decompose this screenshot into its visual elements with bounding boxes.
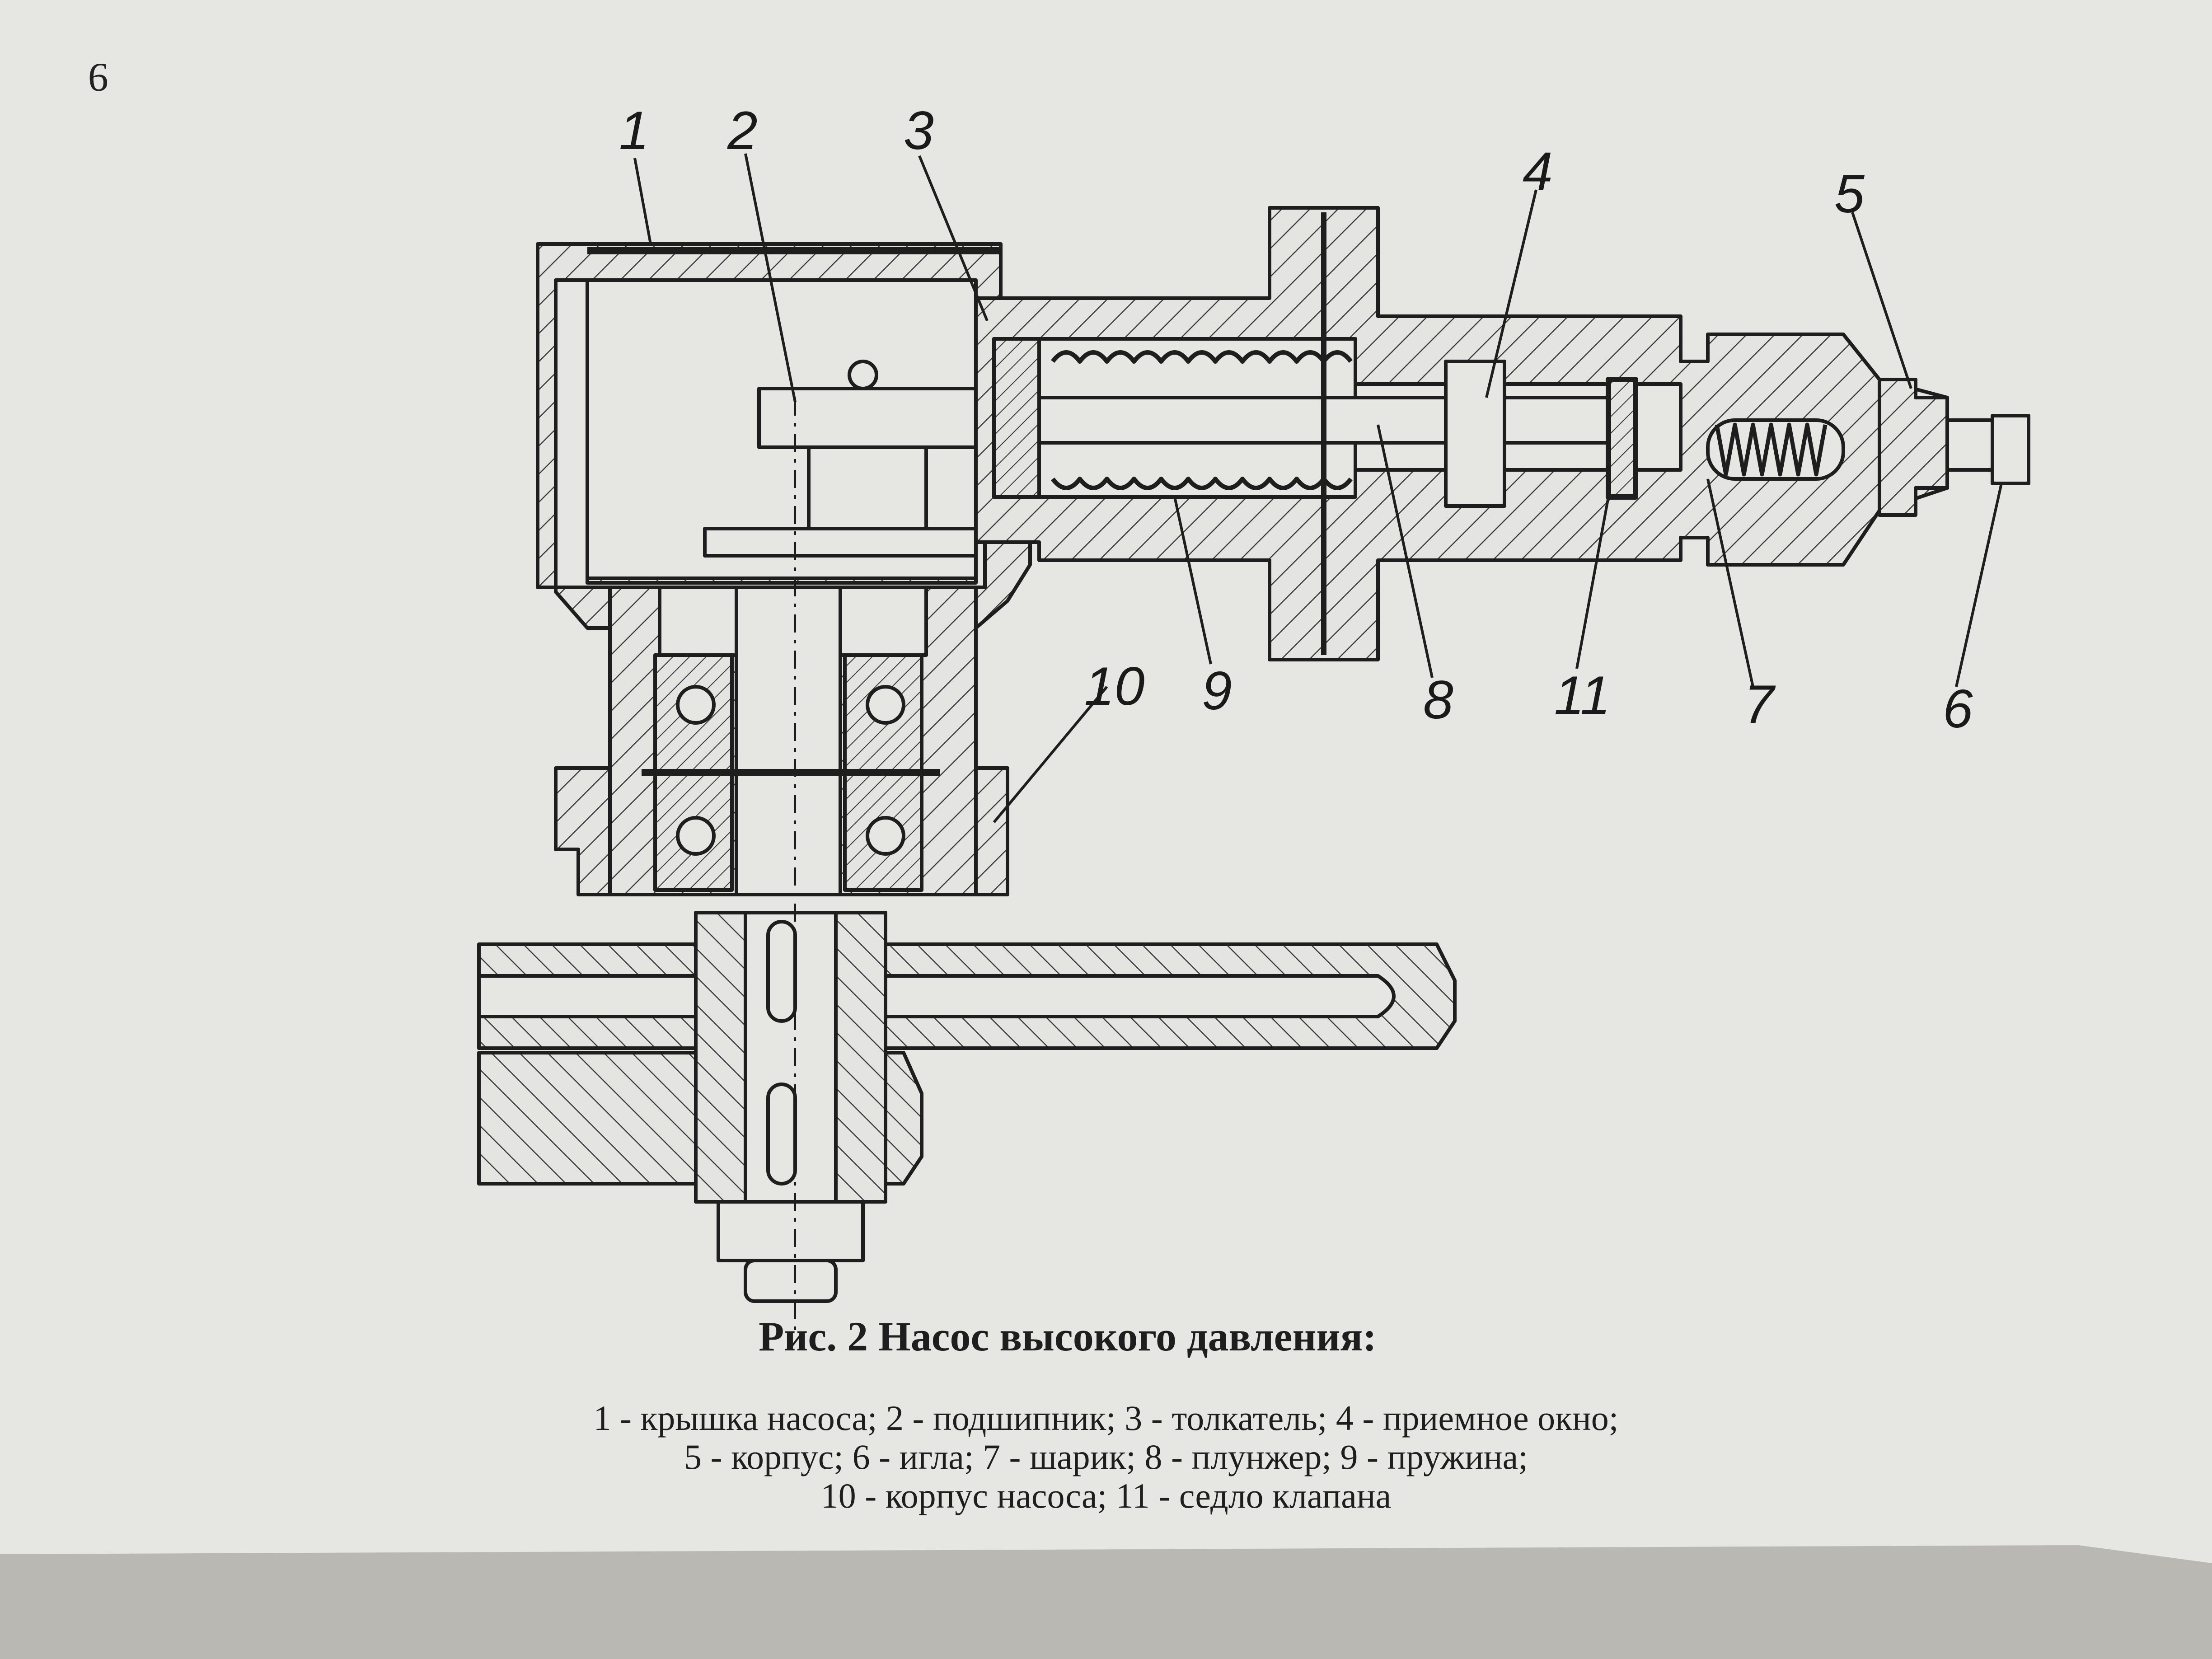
inlet-window	[1444, 360, 1506, 508]
callout-2: 2	[727, 100, 758, 161]
legend-line: 10 - корпус насоса; 11 - седло клапана	[820, 1476, 1392, 1515]
ball-spring	[1715, 422, 1828, 477]
callout-10: 10	[1084, 656, 1144, 717]
bearing-ball	[676, 685, 716, 725]
callout-5: 5	[1834, 164, 1865, 224]
figure-caption: Рис. 2 Насос высокого давления: 1 - крыш…	[0, 1312, 2212, 1515]
callout-11: 11	[1554, 665, 1611, 726]
callout-4: 4	[1523, 141, 1553, 202]
bearing-top	[757, 387, 978, 449]
callout-3: 3	[904, 100, 934, 161]
callout-8: 8	[1423, 670, 1453, 730]
plunger	[1037, 396, 1628, 445]
callout-1: 1	[619, 100, 649, 161]
figure-title: Рис. 2 Насос высокого давления:	[759, 1313, 1377, 1359]
valve-body	[1878, 378, 1949, 517]
callout-6: 6	[1943, 679, 1973, 739]
spring	[1051, 350, 1353, 364]
figure-legend: 1 - крышка насоса; 2 - подшипник; 3 - то…	[0, 1399, 2212, 1515]
legend-line: 5 - корпус; 6 - игла; 7 - шарик; 8 - плу…	[684, 1437, 1528, 1476]
nut	[717, 1200, 865, 1262]
shaft	[735, 586, 842, 896]
gear-lower-flange	[477, 1051, 698, 1186]
valve-seat	[1606, 377, 1638, 500]
callout-9: 9	[1202, 661, 1232, 721]
page-number: 9	[88, 55, 108, 100]
legend-line: 1 - крышка насоса; 2 - подшипник; 3 - то…	[593, 1398, 1619, 1438]
needle	[1945, 418, 1994, 472]
callout-7: 7	[1744, 674, 1776, 735]
pusher	[992, 337, 1041, 499]
